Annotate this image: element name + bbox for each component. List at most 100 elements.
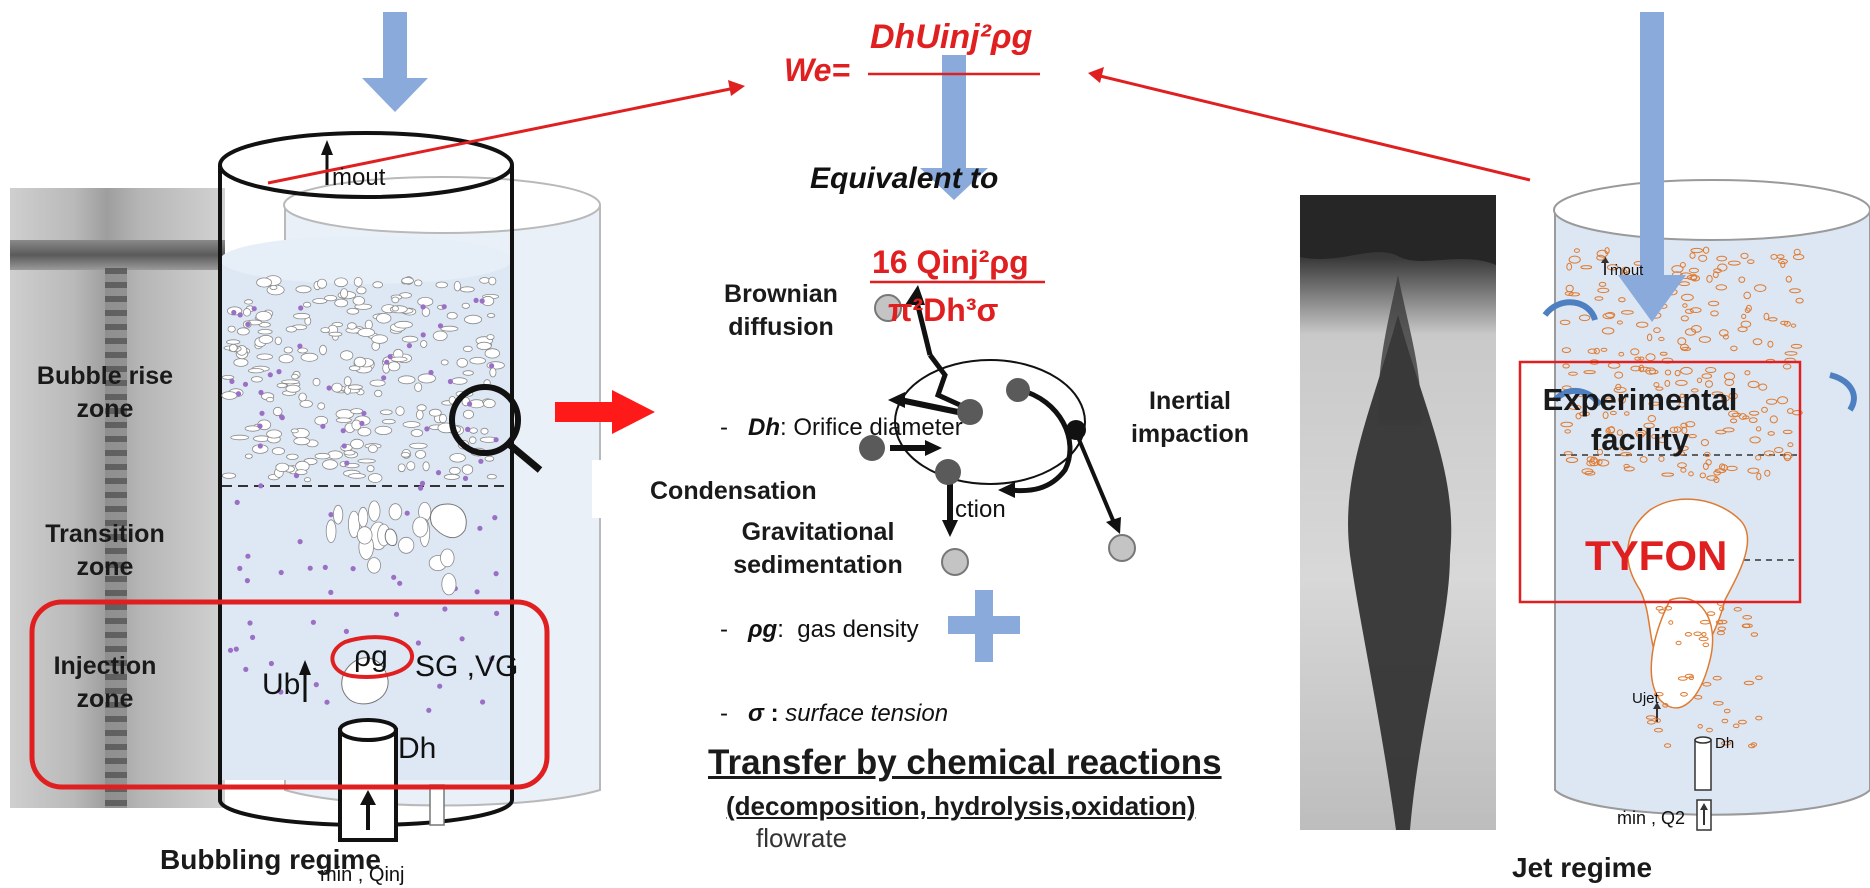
orange-bubble xyxy=(1654,691,1664,697)
orange-bubble xyxy=(1690,388,1699,393)
bullet-symbol: Dh xyxy=(748,414,780,441)
orange-bubble xyxy=(1568,292,1580,297)
particle-dot xyxy=(465,426,471,432)
orange-bubble xyxy=(1702,682,1712,687)
orange-bubble xyxy=(1749,436,1761,444)
bubble xyxy=(394,320,413,329)
particle-dot xyxy=(478,458,484,464)
bubble xyxy=(356,526,373,545)
particle-dot xyxy=(278,689,284,695)
red-right-arrow xyxy=(555,390,655,434)
bubble xyxy=(366,465,375,473)
orange-bubble xyxy=(1747,259,1755,265)
bubble xyxy=(325,519,337,543)
bubble xyxy=(357,506,369,528)
orange-bubble xyxy=(1756,472,1762,481)
bubble xyxy=(351,419,362,431)
bubble xyxy=(221,391,238,400)
bubble xyxy=(462,409,474,419)
orange-bubble xyxy=(1578,314,1591,322)
particle-dot xyxy=(326,385,332,391)
bubble xyxy=(353,356,367,368)
orange-bubble xyxy=(1600,347,1608,352)
orange-bubble xyxy=(1708,300,1720,307)
orange-bubble xyxy=(1774,447,1784,453)
bubble xyxy=(486,313,496,318)
bubble xyxy=(256,277,273,288)
bubble xyxy=(281,379,300,385)
bubble xyxy=(332,504,344,525)
particle-dot xyxy=(276,369,282,375)
orange-bubble xyxy=(1689,307,1702,314)
bubble xyxy=(303,477,311,483)
bubble xyxy=(428,408,442,417)
bubble xyxy=(335,417,352,423)
orange-bubble xyxy=(1646,720,1656,725)
orange-bubble xyxy=(1561,347,1572,354)
bubble xyxy=(462,345,473,352)
particle-dot xyxy=(459,636,465,642)
orange-bubble xyxy=(1616,429,1624,436)
bubble xyxy=(244,453,253,459)
bubble xyxy=(391,305,399,312)
orange-bubble xyxy=(1573,248,1580,253)
orange-bubble xyxy=(1677,676,1688,681)
bubble xyxy=(317,402,326,410)
transfer-subtitle: (decomposition, hydrolysis,oxidation) xyxy=(726,791,1196,821)
experimental-facility-label: Experimental facility xyxy=(1542,382,1738,458)
particle-dot xyxy=(437,323,444,329)
orange-bubble xyxy=(1706,727,1713,733)
orange-bubble xyxy=(1780,261,1786,268)
particle-dot xyxy=(229,378,235,384)
orange-bubble xyxy=(1740,252,1749,259)
orange-bubble xyxy=(1597,287,1610,294)
orange-bubble xyxy=(1605,428,1611,434)
particle-dot xyxy=(489,363,495,369)
we-numerator: DhUinj²ρg xyxy=(870,18,1033,56)
orange-bubble xyxy=(1690,247,1703,254)
orange-bubble xyxy=(1587,348,1597,354)
orange-bubble xyxy=(1630,348,1640,356)
bubble xyxy=(453,281,461,292)
outflow-label: ṁout xyxy=(332,164,386,191)
particle-dot xyxy=(237,312,243,318)
bubble xyxy=(368,473,383,483)
bullet-text: gas density xyxy=(797,616,919,643)
bubble xyxy=(295,285,312,294)
bubble xyxy=(319,344,327,356)
particle-dot xyxy=(344,460,350,466)
orange-bubble xyxy=(1680,692,1688,697)
orange-bubble xyxy=(1758,383,1768,391)
particle-dot xyxy=(257,423,263,429)
particle-dot xyxy=(259,410,265,416)
bubble xyxy=(278,354,294,364)
orange-bubble xyxy=(1767,340,1774,348)
bubble xyxy=(443,473,460,480)
orange-bubble xyxy=(1755,675,1763,681)
particle-dot xyxy=(424,426,430,432)
orange-bubble xyxy=(1681,293,1694,302)
bubble xyxy=(343,450,356,456)
bubble xyxy=(440,325,459,332)
orange-bubble xyxy=(1755,715,1763,721)
orange-bubble xyxy=(1688,471,1694,477)
bubble xyxy=(461,464,474,475)
particle-dot xyxy=(227,647,234,653)
bubble xyxy=(412,516,429,538)
bubble xyxy=(320,327,331,334)
we-prefix: We= xyxy=(784,52,851,88)
right-regime-label: Jet regime xyxy=(1512,852,1653,883)
bubble xyxy=(272,406,283,417)
orange-bubble xyxy=(1738,276,1746,283)
bubble xyxy=(276,382,288,388)
bubble xyxy=(293,436,311,446)
rho-highlight xyxy=(330,635,414,679)
bubbling-photo xyxy=(10,188,225,808)
orange-bubble xyxy=(1767,431,1775,436)
orange-bubble xyxy=(1723,372,1736,381)
particle-dot xyxy=(324,699,330,705)
particle-dot xyxy=(479,298,485,304)
orange-bubble xyxy=(1658,336,1665,342)
orange-bubble xyxy=(1722,334,1729,340)
orange-bubble xyxy=(1604,247,1610,255)
